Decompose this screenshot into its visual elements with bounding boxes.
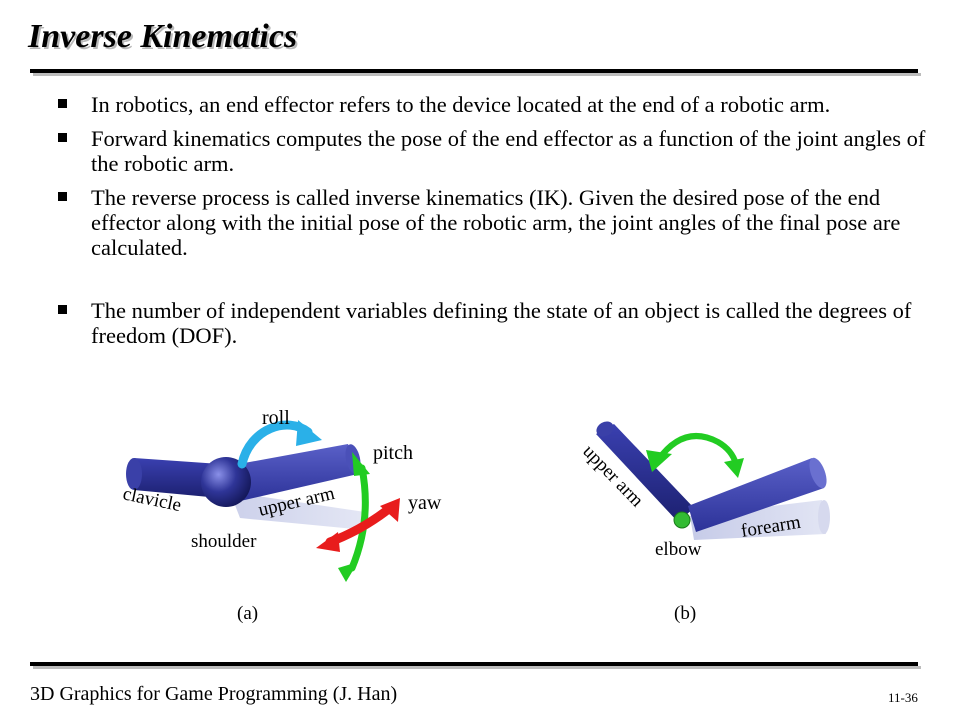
roll-arrow bbox=[237, 420, 322, 469]
bullet-item: In robotics, an end effector refers to t… bbox=[58, 92, 928, 117]
bullet-text: The reverse process is called inverse ki… bbox=[91, 185, 901, 260]
label-pitch: pitch bbox=[373, 442, 413, 464]
footer-rule bbox=[30, 662, 918, 666]
kinematics-figure: roll pitch yaw clavicle upper arm should… bbox=[121, 407, 830, 624]
square-bullet-icon bbox=[58, 192, 67, 201]
upper-arm-bone-b bbox=[596, 421, 694, 522]
label-roll: roll bbox=[262, 407, 290, 429]
figure-b: upper arm forearm elbow (b) bbox=[578, 421, 830, 624]
title-rule-shadow bbox=[33, 73, 921, 76]
shoulder-joint bbox=[201, 457, 251, 507]
footer-course: 3D Graphics for Game Programming (J. Han… bbox=[30, 683, 398, 705]
upper-arm-ghost bbox=[230, 492, 370, 530]
yaw-arrow bbox=[316, 498, 400, 552]
label-elbow: elbow bbox=[655, 539, 702, 560]
forearm-bone bbox=[688, 457, 827, 532]
square-bullet-icon bbox=[58, 133, 67, 142]
forearm-ghost bbox=[690, 500, 830, 540]
clavicle-bone bbox=[126, 458, 220, 498]
slide-title: Inverse Kinematics bbox=[28, 18, 298, 55]
elbow-rotation-arrow bbox=[646, 433, 744, 478]
bullet-list: In robotics, an end effector refers to t… bbox=[58, 92, 928, 357]
caption-a: (a) bbox=[237, 603, 258, 624]
bullet-text: The number of independent variables defi… bbox=[91, 298, 912, 348]
label-shoulder: shoulder bbox=[191, 531, 257, 552]
bullet-item: The number of independent variables defi… bbox=[58, 298, 928, 348]
footer-page-number: 11-36 bbox=[888, 690, 918, 705]
label-yaw: yaw bbox=[408, 492, 442, 514]
pitch-arrow bbox=[338, 452, 370, 582]
elbow-joint bbox=[673, 511, 691, 529]
square-bullet-icon bbox=[58, 99, 67, 108]
bullet-item: Forward kinematics computes the pose of … bbox=[58, 126, 928, 176]
footer-rule-shadow bbox=[33, 666, 921, 669]
bullet-text: Forward kinematics computes the pose of … bbox=[91, 126, 926, 176]
square-bullet-icon bbox=[58, 305, 67, 314]
bullet-text: In robotics, an end effector refers to t… bbox=[91, 92, 831, 117]
caption-b: (b) bbox=[674, 603, 696, 624]
bullet-item: The reverse process is called inverse ki… bbox=[58, 185, 928, 260]
figure-a: roll pitch yaw clavicle upper arm should… bbox=[121, 407, 442, 624]
title-rule bbox=[30, 69, 918, 73]
